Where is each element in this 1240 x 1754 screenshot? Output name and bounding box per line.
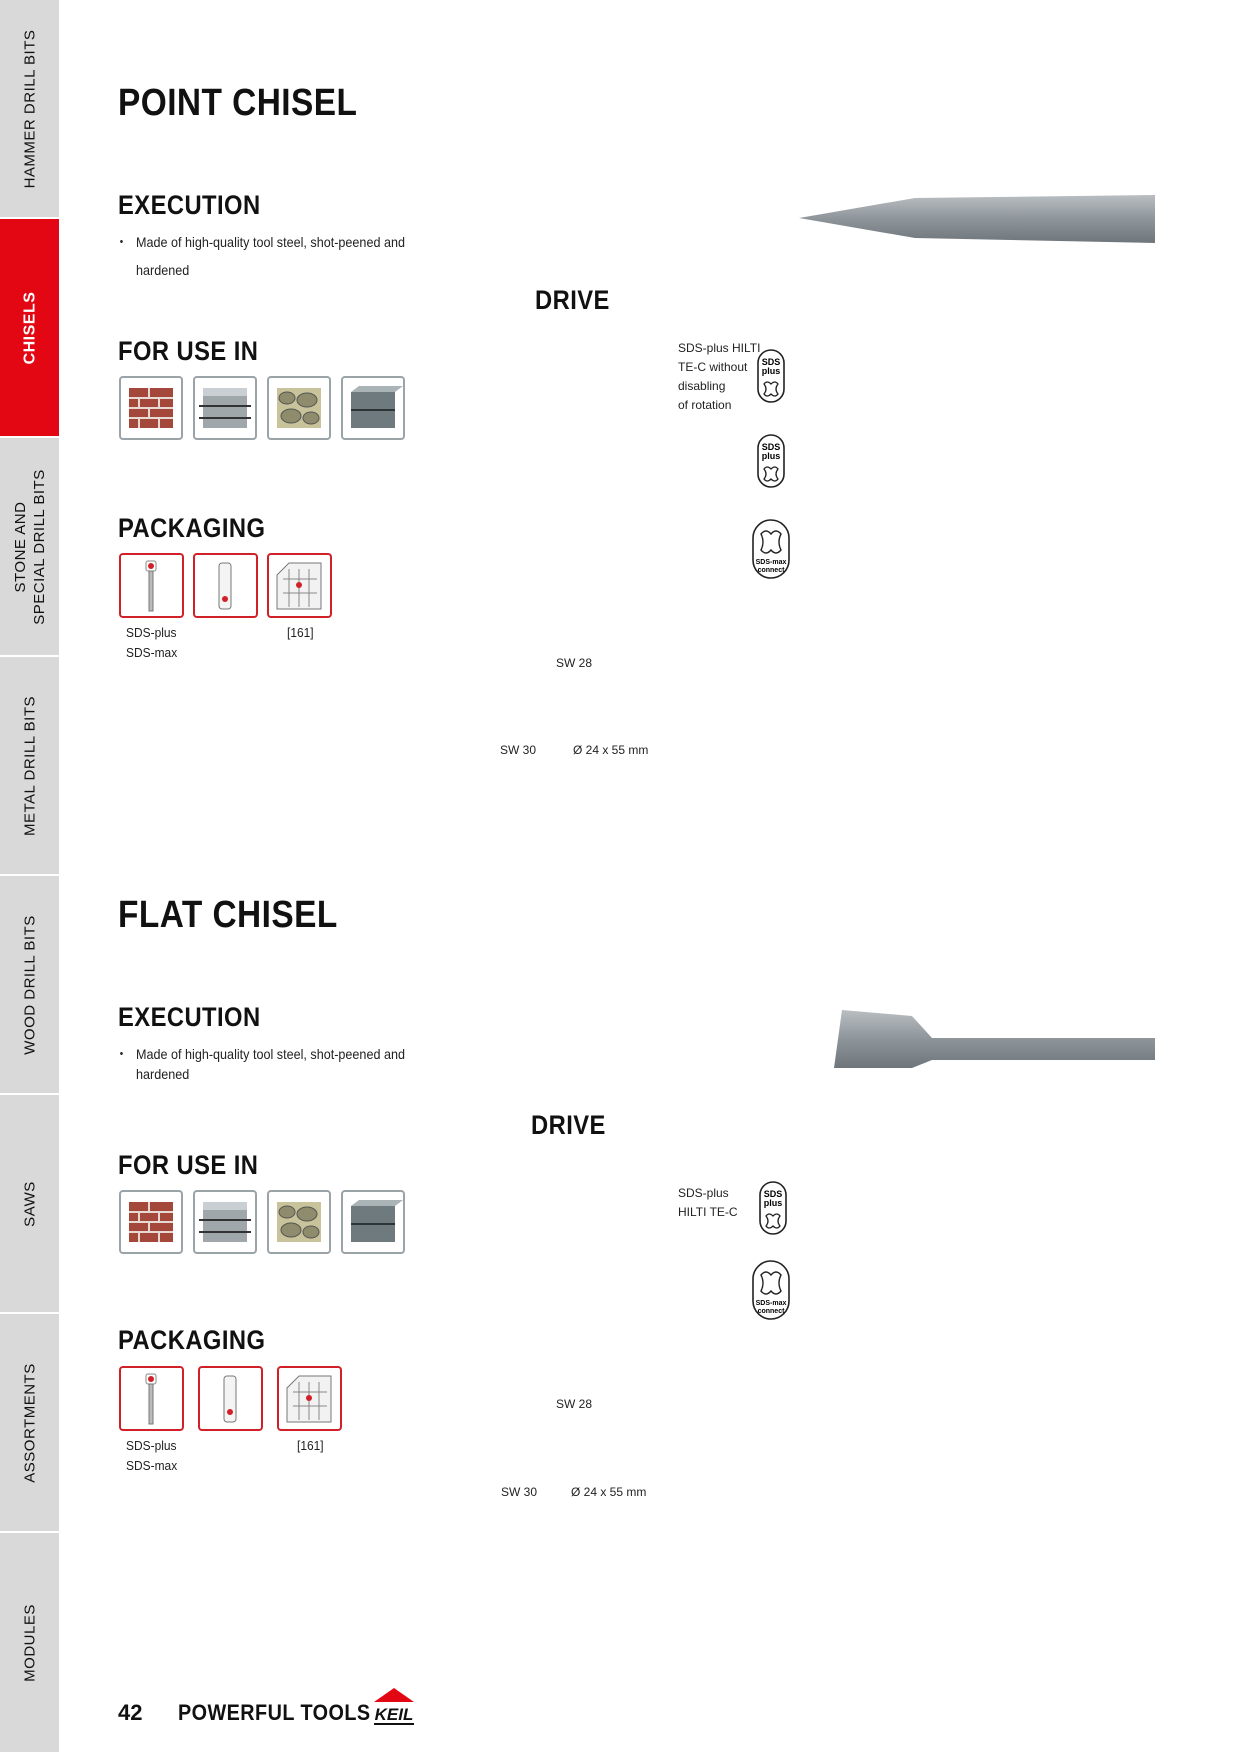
sw28-label: SW 28	[556, 1397, 593, 1411]
tab-assortments[interactable]: ASSORTMENTS	[0, 1314, 59, 1533]
for-use-in-heading: FOR USE IN	[118, 1150, 259, 1180]
sds-max-connect-icon: SDS-max connect	[752, 1260, 790, 1320]
tab-label: HAMMER DRILL BITS	[21, 29, 38, 188]
section-title: FLAT CHISEL	[118, 894, 338, 936]
page-number: 42	[118, 1700, 143, 1725]
sds-text: SDS	[762, 442, 781, 452]
drive-heading: DRIVE	[531, 1110, 606, 1140]
concrete-block-icon	[341, 376, 405, 440]
packaging-note-sds-plus: SDS-plus	[126, 625, 177, 640]
execution-heading: EXECUTION	[118, 190, 261, 220]
brand-text: KEIL	[375, 1705, 414, 1724]
packaging-tube-icon	[198, 1366, 263, 1431]
sds-max-text: SDS-max	[756, 1300, 787, 1307]
natural-stone-icon	[267, 376, 331, 440]
drive-heading: DRIVE	[535, 285, 610, 315]
packaging-note-ref: [161]	[287, 625, 314, 640]
packaging-display-icon	[267, 553, 332, 618]
reinforced-concrete-icon	[193, 376, 257, 440]
drive-label: SDS-plus HILTI TE-C	[678, 1186, 738, 1219]
brick-icon	[119, 1190, 183, 1254]
execution-text: Made of high-quality tool steel, shot-pe…	[120, 228, 424, 284]
plus-text: plus	[762, 366, 781, 376]
execution-heading: EXECUTION	[118, 1002, 261, 1032]
tab-modules[interactable]: MODULES	[0, 1533, 59, 1754]
sds-max-text: SDS-max	[756, 559, 787, 566]
packaging-note-sds-max: SDS-max	[126, 1458, 178, 1473]
keil-logo: KEIL	[374, 1688, 414, 1725]
concrete-block-icon	[341, 1190, 405, 1254]
execution-text: Made of high-quality tool steel, shot-pe…	[120, 1044, 424, 1084]
diameter-label: Ø 24 x 55 mm	[573, 743, 649, 757]
packaging-note-sds-plus: SDS-plus	[126, 1438, 177, 1453]
sds-text: SDS	[762, 357, 781, 367]
connect-text: connect	[758, 567, 786, 574]
sw30-label: SW 30	[500, 743, 537, 757]
packaging-heading: PACKAGING	[118, 513, 266, 543]
diameter-label: Ø 24 x 55 mm	[571, 1485, 647, 1499]
tab-label: WOOD DRILL BITS	[21, 914, 38, 1055]
packaging-blister-icon	[119, 1366, 184, 1431]
footer-tagline: POWERFUL TOOLS	[178, 1700, 371, 1725]
tab-metal-drill-bits[interactable]: METAL DRILL BITS	[0, 657, 59, 876]
tab-wood-drill-bits[interactable]: WOOD DRILL BITS	[0, 876, 59, 1095]
packaging-blister-icon	[119, 553, 184, 618]
tab-stone-special-drill-bits[interactable]: STONE AND SPECIAL DRILL BITS	[0, 438, 59, 657]
sds-max-connect-icon: SDS-max connect	[752, 519, 790, 579]
sds-plus-icon: SDS plus	[759, 1181, 787, 1235]
tab-label: METAL DRILL BITS	[21, 695, 38, 836]
packaging-note-ref: [161]	[297, 1438, 324, 1453]
brick-icon	[119, 376, 183, 440]
plus-text: plus	[762, 451, 781, 461]
plus-text: plus	[764, 1198, 783, 1208]
sds-plus-icon: SDS plus	[757, 434, 785, 488]
sidebar: HAMMER DRILL BITS CHISELS STONE AND SPEC…	[0, 0, 59, 1754]
packaging-note-sds-max: SDS-max	[126, 645, 178, 660]
point-chisel-image	[799, 195, 1155, 243]
drive-label: SDS-plus HILTI TE-C without disabling of…	[678, 341, 761, 412]
sw30-label: SW 30	[501, 1485, 538, 1499]
tab-label: STONE AND SPECIAL DRILL BITS	[11, 468, 48, 625]
sds-text: SDS	[764, 1189, 783, 1199]
sds-plus-icon: SDS plus	[757, 349, 785, 403]
page-title: POINT CHISEL	[118, 82, 358, 124]
tab-label: MODULES	[21, 1603, 38, 1682]
sw28-label: SW 28	[556, 656, 593, 670]
tab-label: SAWS	[21, 1180, 38, 1227]
natural-stone-icon	[267, 1190, 331, 1254]
for-use-in-heading: FOR USE IN	[118, 336, 259, 366]
packaging-heading: PACKAGING	[118, 1325, 266, 1355]
reinforced-concrete-icon	[193, 1190, 257, 1254]
tab-label: CHISELS	[21, 291, 38, 364]
tab-chisels[interactable]: CHISELS	[0, 219, 59, 438]
packaging-display-icon	[277, 1366, 342, 1431]
flat-chisel-image	[834, 1010, 1155, 1068]
packaging-tube-icon	[193, 553, 258, 618]
tab-hammer-drill-bits[interactable]: HAMMER DRILL BITS	[0, 0, 59, 219]
connect-text: connect	[758, 1308, 786, 1315]
tab-label: ASSORTMENTS	[21, 1362, 38, 1483]
tab-saws[interactable]: SAWS	[0, 1095, 59, 1314]
